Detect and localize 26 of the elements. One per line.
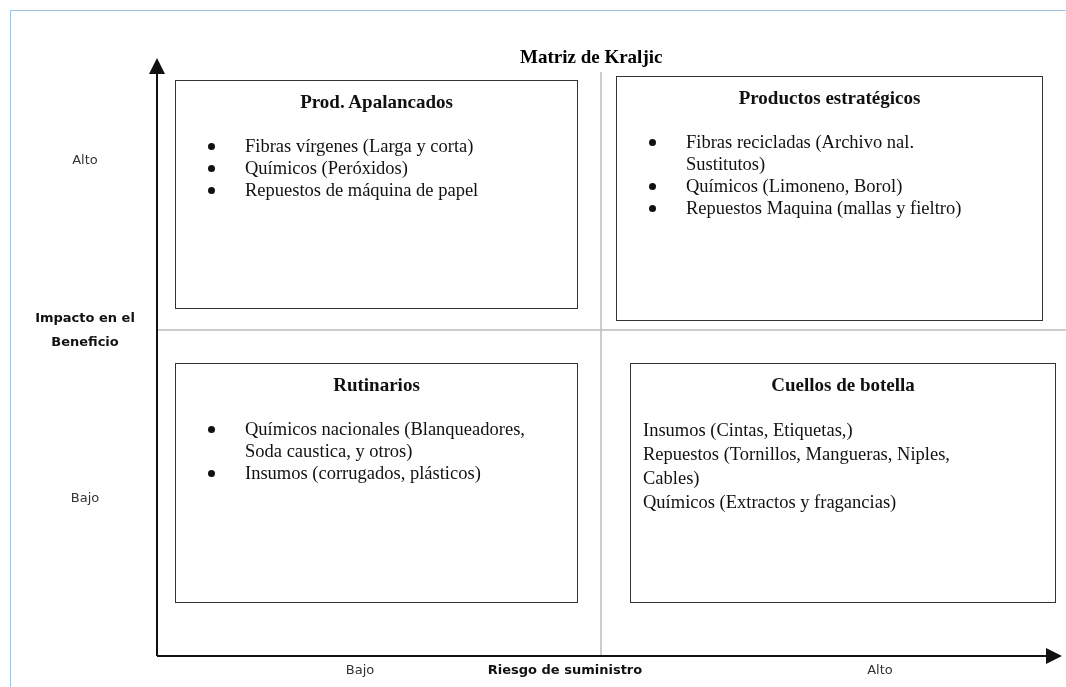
list-item: Repuestos Maquina (mallas y fieltro)	[686, 197, 962, 219]
quadrant-box	[175, 363, 578, 603]
list-item: Insumos (corrugados, plásticos)	[245, 462, 481, 484]
list-item: Fibras recicladas (Archivo nal. Sustitutos)	[686, 131, 916, 175]
list-item: Repuestos (Tornillos, Mangueras, Niples, Cables)	[643, 443, 951, 490]
list-item: Químicos (Extractos y fragancias)	[643, 491, 898, 514]
quadrant-box	[175, 80, 578, 309]
axis-level-label: Bajo	[344, 662, 376, 677]
list-item: Químicos (Peróxidos)	[245, 157, 408, 179]
quadrant-heading: Rutinarios	[333, 374, 420, 396]
list-item: Químicos (Limoneno, Borol)	[686, 175, 903, 197]
axis-level-label: Bajo	[69, 490, 101, 505]
quadrant-box	[616, 76, 1043, 321]
diagram-title: Matriz de Kraljic	[520, 46, 663, 68]
axis-title: Riesgo de suministro	[486, 661, 644, 679]
list-item: Insumos (Cintas, Etiquetas,)	[643, 419, 854, 442]
quadrant-heading: Productos estratégicos	[738, 87, 921, 109]
axis-level-label: Alto	[866, 662, 894, 677]
list-item: Químicos nacionales (Blanqueadores, Soda caustica, y otros)	[245, 418, 526, 462]
list-item: Repuestos de máquina de papel	[245, 179, 479, 201]
axis-level-label: Alto	[71, 152, 99, 167]
quadrant-heading: Prod. Apalancados	[300, 91, 453, 113]
list-item: Fibras vírgenes (Larga y corta)	[245, 135, 474, 157]
quadrant-box	[630, 363, 1056, 603]
quadrant-heading: Cuellos de botella	[771, 374, 915, 396]
axis-title: Impacto en el Beneficio	[34, 309, 136, 351]
